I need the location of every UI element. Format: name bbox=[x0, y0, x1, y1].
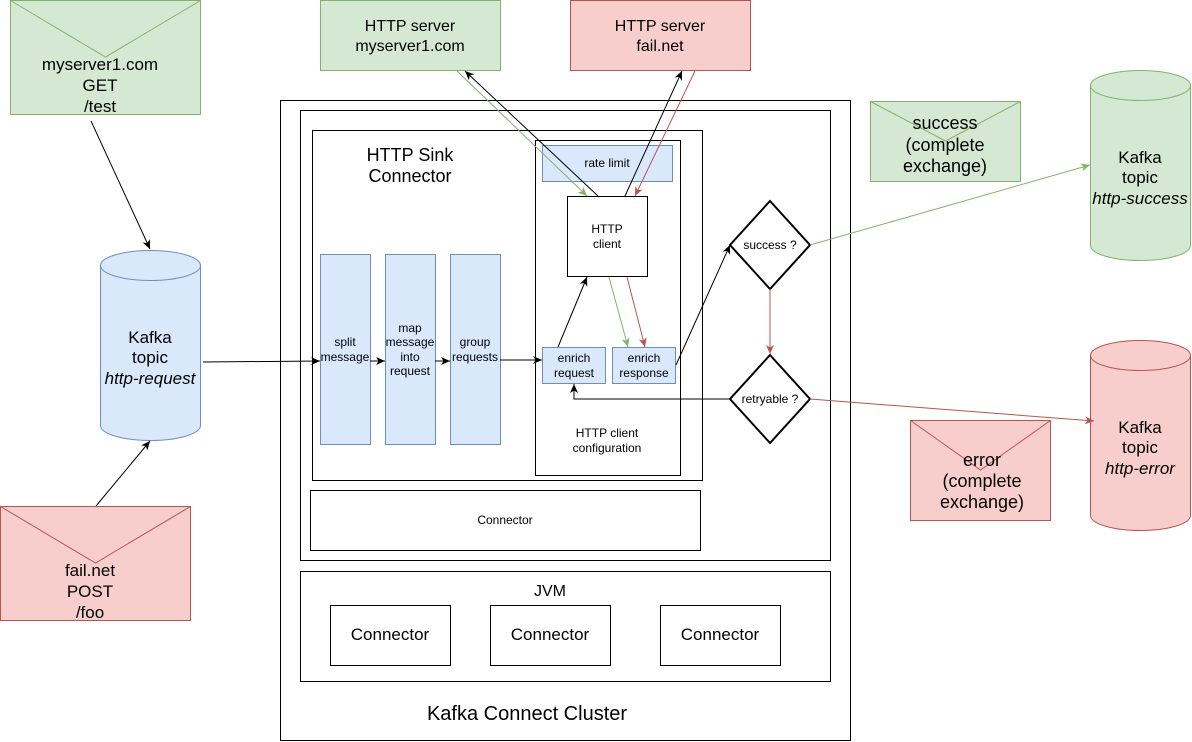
jvm-label: JVM bbox=[534, 583, 566, 600]
error-envelope bbox=[910, 420, 1051, 521]
topic-success-line-2: topic bbox=[1122, 168, 1158, 187]
base-connector-box bbox=[310, 490, 701, 551]
request-ok-envelope bbox=[10, 0, 201, 115]
http-server-fail bbox=[570, 0, 751, 71]
error-envelope-line-1: error bbox=[963, 450, 1001, 470]
http-server-ok bbox=[320, 0, 501, 71]
group-line-1: group bbox=[460, 335, 491, 349]
jvm-connector-1 bbox=[330, 605, 451, 666]
server-ok-line-1: HTTP server bbox=[365, 18, 456, 35]
client-config-line-1: HTTP client bbox=[576, 426, 639, 440]
http-client-box bbox=[567, 196, 648, 277]
edge-enrich-request-to-client bbox=[557, 276, 588, 348]
map-line-1: map bbox=[398, 321, 422, 335]
request-fail-line-3: /foo bbox=[76, 603, 104, 622]
server-ok-line-2: myserver1.com bbox=[355, 38, 464, 55]
edge-client-to-server-fail bbox=[624, 70, 683, 197]
enrich-request-line-2: request bbox=[554, 366, 595, 380]
map-line-4: request bbox=[390, 364, 431, 378]
jvm-connector-3 bbox=[660, 605, 781, 666]
edge-server-fail-to-client bbox=[634, 70, 696, 197]
connector-title-line-2: Connector bbox=[368, 166, 451, 186]
edge-topic-to-split bbox=[202, 357, 321, 366]
kafka-topic-error bbox=[1090, 340, 1191, 531]
edge-retryable-to-enrich-request bbox=[570, 384, 730, 400]
enrich-request-line-1: enrich bbox=[558, 351, 591, 365]
map-line-3: into bbox=[400, 350, 420, 364]
group-requests-box bbox=[450, 254, 501, 445]
topic-error-line-2: topic bbox=[1122, 438, 1158, 457]
connector-title-line-1: HTTP Sink bbox=[367, 145, 455, 165]
map-line-2: message bbox=[386, 335, 435, 349]
edge-client-to-enrich-response-fail bbox=[626, 276, 647, 348]
success-envelope-line-3: exchange) bbox=[903, 156, 987, 176]
topic-error-line-1: Kafka bbox=[1118, 418, 1162, 437]
client-config-line-2: configuration bbox=[573, 441, 642, 455]
request-fail-line-1: fail.net bbox=[65, 561, 115, 580]
jvm-connector-3-label: Connector bbox=[681, 625, 760, 644]
rate-limit-label: rate limit bbox=[584, 156, 630, 170]
http-client-line-2: client bbox=[593, 237, 622, 251]
request-ok-line-1: myserver1.com bbox=[42, 55, 158, 74]
kafka-topic-request bbox=[100, 250, 201, 441]
topic-success-line-1: Kafka bbox=[1118, 148, 1162, 167]
topic-error-line-3: http-error bbox=[1105, 459, 1176, 478]
split-line-2: message bbox=[321, 350, 370, 364]
edge-client-to-enrich-response-ok bbox=[608, 276, 630, 348]
base-connector-label: Connector bbox=[477, 513, 532, 527]
group-line-2: requests bbox=[452, 350, 498, 364]
request-fail-envelope bbox=[0, 506, 191, 621]
cluster-label: Kafka Connect Cluster bbox=[427, 703, 627, 725]
success-envelope bbox=[870, 101, 1021, 182]
edge-client-to-server-ok bbox=[464, 70, 599, 197]
topic-request-line-2: topic bbox=[132, 348, 168, 367]
error-envelope-line-2: (complete bbox=[942, 471, 1021, 491]
split-message-box bbox=[320, 254, 371, 445]
topic-success-line-3: http-success bbox=[1092, 189, 1188, 208]
jvm-connector-1-label: Connector bbox=[351, 625, 430, 644]
topic-request-line-3: http-request bbox=[105, 369, 197, 388]
server-fail-line-1: HTTP server bbox=[615, 18, 706, 35]
enrich-response-box bbox=[612, 347, 676, 384]
error-envelope-line-3: exchange) bbox=[940, 492, 1024, 512]
split-line-1: split bbox=[334, 335, 356, 349]
jvm-connector-2-label: Connector bbox=[511, 625, 590, 644]
map-message-box bbox=[385, 254, 436, 445]
enrich-request-box bbox=[542, 347, 606, 384]
jvm-connector-2 bbox=[490, 605, 611, 666]
http-client-line-1: HTTP bbox=[591, 222, 622, 236]
success-envelope-line-2: (complete bbox=[905, 135, 984, 155]
edge-fail-request-to-topic bbox=[95, 440, 151, 507]
retryable-decision-label: retryable ? bbox=[742, 392, 799, 406]
edge-enrich-response-to-success bbox=[675, 244, 731, 366]
request-ok-line-2: GET bbox=[83, 76, 118, 95]
request-ok-line-3: /test bbox=[84, 97, 116, 116]
server-fail-line-2: fail.net bbox=[636, 38, 684, 55]
retryable-decision bbox=[728, 353, 812, 445]
enrich-response-line-1: enrich bbox=[628, 351, 661, 365]
edge-success-to-topic bbox=[809, 163, 1091, 246]
topic-request-line-1: Kafka bbox=[128, 328, 172, 347]
success-envelope-line-1: success bbox=[912, 113, 977, 133]
edge-retryable-to-error-topic bbox=[809, 398, 1095, 425]
kafka-topic-success bbox=[1090, 70, 1191, 261]
enrich-response-line-2: response bbox=[619, 366, 669, 380]
edge-ok-request-to-topic bbox=[90, 120, 151, 250]
edge-server-ok-to-client bbox=[456, 70, 588, 197]
request-fail-line-2: POST bbox=[67, 582, 113, 601]
success-decision-label: success ? bbox=[743, 238, 797, 252]
